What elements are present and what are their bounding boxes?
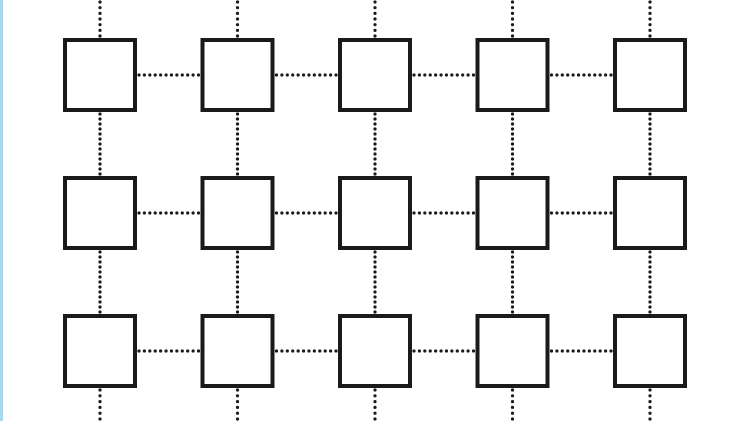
- connector-vertical-col-1-row-0: [235, 112, 240, 176]
- connector-horizontal-row-2-col-3: [549, 349, 613, 353]
- dotted-connectors: [98, 0, 652, 421]
- connector-horizontal-row-1-col-1: [274, 211, 338, 215]
- connector-vertical-top-col-2: [373, 0, 377, 38]
- connector-vertical-col-1-row-1: [235, 250, 240, 314]
- connector-horizontal-row-1-col-3: [549, 211, 613, 215]
- connector-horizontal-row-2-col-0: [137, 349, 201, 353]
- square-node-r2-c2: [338, 314, 412, 388]
- connector-horizontal-row-1-col-0: [137, 211, 201, 215]
- connector-horizontal-row-2-col-1: [274, 349, 338, 353]
- square-node-r0-c0: [63, 38, 137, 112]
- connector-vertical-top-col-1: [235, 0, 240, 38]
- square-node-r0-c2: [338, 38, 412, 112]
- connector-horizontal-row-0-col-1: [274, 73, 338, 77]
- square-node-r1-c0: [63, 176, 137, 250]
- square-node-r2-c4: [613, 314, 687, 388]
- connector-vertical-col-0-row-0: [98, 112, 102, 176]
- square-node-r1-c1: [200, 176, 275, 250]
- connector-vertical-top-col-4: [648, 0, 652, 38]
- connector-vertical-bottom-col-3: [510, 388, 515, 421]
- connector-vertical-col-3-row-1: [510, 250, 515, 314]
- square-node-r1-c4: [613, 176, 687, 250]
- connector-horizontal-row-2-col-2: [412, 349, 476, 353]
- connector-horizontal-row-0-col-3: [549, 73, 613, 77]
- connector-vertical-top-col-3: [510, 0, 515, 38]
- left-edge-accent-bar: [0, 0, 3, 421]
- connector-vertical-bottom-col-0: [98, 388, 102, 421]
- connector-vertical-col-2-row-0: [373, 112, 377, 176]
- connector-vertical-bottom-col-4: [648, 388, 652, 421]
- connector-horizontal-row-1-col-2: [412, 211, 476, 215]
- square-node-r0-c4: [613, 38, 687, 112]
- connector-vertical-col-3-row-0: [510, 112, 515, 176]
- connector-vertical-col-4-row-0: [648, 112, 652, 176]
- connector-horizontal-row-0-col-2: [412, 73, 476, 77]
- square-node-r0-c1: [200, 38, 275, 112]
- square-nodes: [63, 38, 687, 388]
- connector-vertical-top-col-0: [98, 0, 102, 38]
- square-node-r2-c3: [475, 314, 550, 388]
- connector-vertical-col-4-row-1: [648, 250, 652, 314]
- connector-vertical-bottom-col-1: [235, 388, 240, 421]
- connector-vertical-col-2-row-1: [373, 250, 377, 314]
- square-node-r2-c1: [200, 314, 275, 388]
- square-node-r1-c3: [475, 176, 550, 250]
- square-node-r1-c2: [338, 176, 412, 250]
- connector-horizontal-row-0-col-0: [137, 73, 201, 77]
- connector-vertical-bottom-col-2: [373, 388, 377, 421]
- square-node-r2-c0: [63, 314, 137, 388]
- square-node-r0-c3: [475, 38, 550, 112]
- connector-vertical-col-0-row-1: [98, 250, 102, 314]
